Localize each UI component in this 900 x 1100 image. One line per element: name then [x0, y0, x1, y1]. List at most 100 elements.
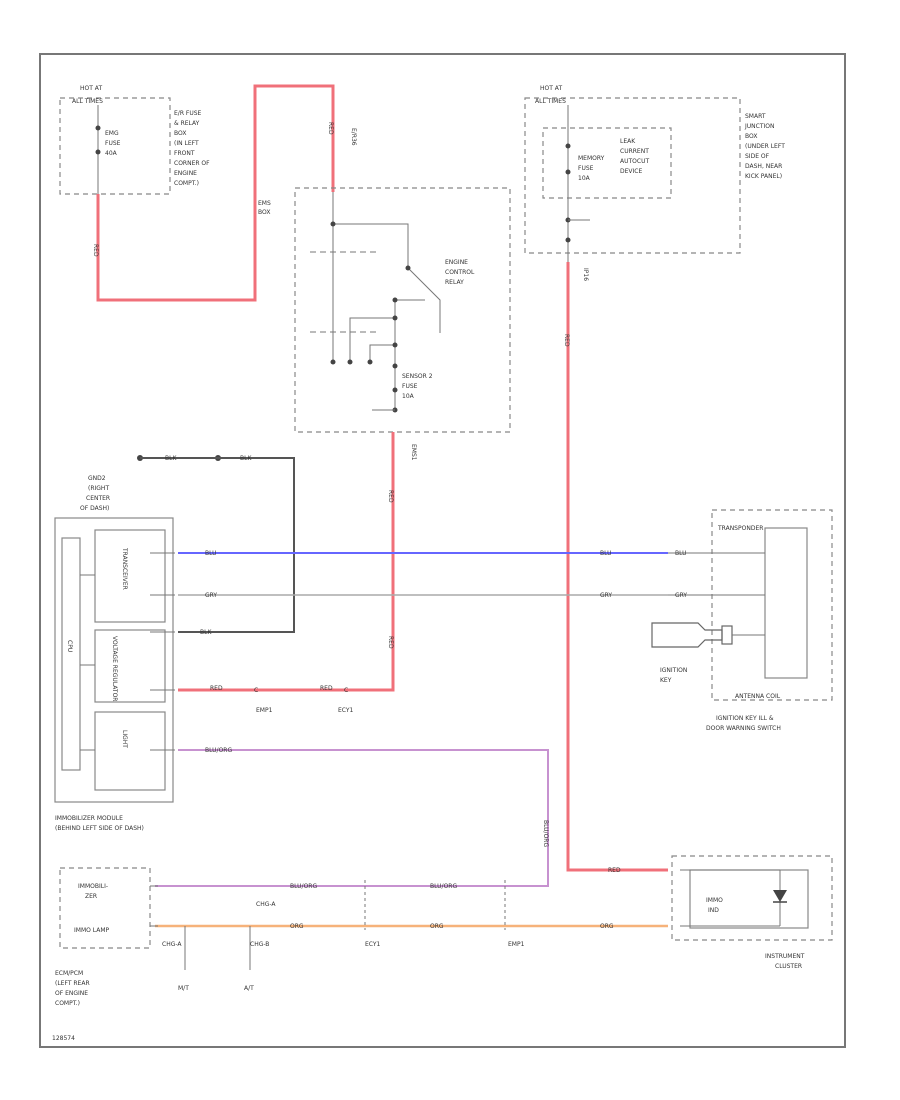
wire-label: GRY — [205, 592, 217, 599]
gnd-label-3: CENTER — [86, 495, 110, 502]
wire-label: RED — [608, 867, 621, 874]
hot-at-label-right: HOT AT — [540, 85, 562, 92]
conn-ecy1-b: ECY1 — [365, 941, 381, 948]
immo-sec-light: LIGHT — [121, 730, 128, 748]
fuse-box-left-label-7: ENGINE — [174, 170, 197, 177]
hot-at-label-left: HOT AT — [80, 85, 102, 92]
ecm-label-4: COMPT.) — [55, 1000, 80, 1007]
instrument-cluster: IMMO IND INSTRUMENT CLUSTER — [671, 855, 833, 970]
fuse-box-left-label-2: & RELAY — [174, 120, 200, 127]
immo-sec-voltage: VOLTAGE REGULATOR — [111, 636, 118, 701]
immo-label-2: (BEHIND LEFT SIDE OF DASH) — [55, 825, 144, 832]
fuse-box-right-label-6: DASH, NEAR — [745, 163, 782, 170]
fuse-box-left-label-6: CORNER OF — [174, 160, 210, 167]
wire-label: BLU/ORG — [430, 883, 457, 890]
relay-label-3: RELAY — [445, 279, 464, 286]
wire-label: BLU/ORG — [205, 747, 232, 754]
gnd-label-2: (RIGHT — [88, 485, 109, 492]
wire-blu-org — [155, 749, 549, 887]
wire-label: BLU/ORG — [290, 883, 317, 890]
ems-box-name: EMS — [258, 200, 271, 207]
wire-label: RED — [387, 636, 394, 649]
fuse-box-left: HOT AT ALL TIMES EMG FUSE 40A E/R FUSE &… — [59, 85, 210, 195]
sensor-fuse-label-1: SENSOR 2 — [402, 373, 433, 380]
wire-label: BLU — [600, 550, 612, 557]
conn-emp1-b: EMP1 — [508, 941, 525, 948]
wire-red-memory-fuse — [566, 262, 668, 872]
ecm-pin-1: IMMOBILI- — [78, 883, 108, 890]
wire-label: RED — [387, 490, 394, 503]
fuse-box-right-label-7: KICK PANEL) — [745, 173, 782, 180]
conn-ch-c: CHG-B — [250, 941, 269, 948]
relay-label-2: CONTROL — [445, 269, 475, 276]
immo-sec-cpu: CPU — [66, 640, 73, 652]
key-label-2: KEY — [660, 677, 672, 684]
fuse-box-left-label-1: E/R FUSE — [174, 110, 202, 117]
wire-label: GRY — [600, 592, 612, 599]
leak-label-4: DEVICE — [620, 168, 642, 175]
wire-label: FUSE — [105, 140, 121, 147]
fuse-box-right-label-1: SMART — [745, 113, 766, 120]
relay-label-1: ENGINE — [445, 259, 468, 266]
fuse-box-right: HOT AT ALL TIMES MEMORY FUSE 10A LEAK CU… — [524, 85, 785, 262]
immo-sec-transceiver: TRANSCEIVER — [121, 547, 128, 590]
fuse-box-right-label-4: (UNDER LEFT — [745, 143, 785, 150]
memory-fuse-rating: 10A — [578, 175, 591, 182]
conn-ecy1: ECY1 — [338, 707, 354, 714]
fuse-box-left-label-3: BOX — [174, 130, 186, 137]
sensor-fuse-label-3: 10A — [402, 393, 415, 400]
wire-label: RED — [327, 122, 334, 135]
immo-label-1: IMMOBILIZER MODULE — [55, 815, 123, 822]
fuse-box-right-label-5: SIDE OF — [745, 153, 770, 160]
wire-label: BOX — [258, 209, 270, 216]
fuse-box-left-label-8: COMPT.) — [174, 180, 199, 187]
all-times-label-right: ALL TIMES — [535, 98, 566, 105]
wire-label: C — [254, 687, 258, 694]
ecm-pin-2: ZER — [85, 893, 97, 900]
ecm-label-2: (LEFT REAR — [55, 980, 90, 987]
sensor-fuse-label-2: FUSE — [402, 383, 418, 390]
cluster-label-2: CLUSTER — [775, 963, 802, 970]
wire-label: BLK — [200, 629, 212, 636]
conn-e-r: E/R36 — [350, 128, 357, 146]
antenna-coil-assembly: TRANSPONDER BLU GRY IGNITION KEY ANTENNA… — [651, 509, 833, 732]
fuse-box-right-label-3: BOX — [745, 133, 757, 140]
immobilizer-module: TRANSCEIVER VOLTAGE REGULATOR LIGHT CPU … — [54, 517, 175, 832]
switch-label-1: IGNITION KEY ILL & — [716, 715, 774, 722]
fuse-box-left-label-5: FRONT — [174, 150, 195, 157]
ecm-label-3: OF ENGINE — [55, 990, 88, 997]
ecm-pin-3: IMMO LAMP — [74, 927, 110, 934]
wire-label: BLU — [675, 550, 687, 557]
footer-code: 128574 — [52, 1035, 75, 1042]
memory-fuse-name: MEMORY — [578, 155, 605, 162]
transponder-label: TRANSPONDER — [717, 525, 763, 532]
ecm-pcm: IMMOBILI- ZER IMMO LAMP M/T A/T ECM/PCM … — [55, 867, 254, 1007]
wire-red-sensor-fuse — [178, 432, 395, 692]
all-times-label-left: ALL TIMES — [72, 98, 103, 105]
wire-label: RED — [210, 685, 223, 692]
ecm-at: A/T — [244, 985, 254, 992]
antenna-coil-label: ANTENNA COIL — [735, 693, 781, 700]
gnd-label-4: OF DASH) — [80, 505, 109, 512]
wire-red-emg-feed — [96, 84, 335, 302]
wire-label: ORG — [290, 923, 304, 930]
wire-label: BLK — [240, 455, 252, 462]
key-label-1: IGNITION — [660, 667, 687, 674]
conn-ems: EMS1 — [410, 444, 417, 461]
wire-label: C — [344, 687, 348, 694]
wire-label: ORG — [430, 923, 444, 930]
emg-fuse-rating: 40A — [105, 150, 118, 157]
diagram-border — [39, 53, 846, 1048]
switch-label-2: DOOR WARNING SWITCH — [706, 725, 781, 732]
wire-label: BLU/ORG — [542, 820, 549, 847]
wire-label: BLU — [205, 550, 217, 557]
fuse-box-right-label-2: JUNCTION — [744, 123, 774, 130]
ems-relay-box: EMS BOX ENGINE CONTROL RELAY SENSOR 2 FU… — [258, 187, 511, 433]
leak-label-2: CURRENT — [620, 148, 649, 155]
gnd-label-1: GND2 — [88, 475, 106, 482]
cluster-inner-2: IND — [708, 907, 719, 914]
conn-emp1: EMP1 — [256, 707, 273, 714]
ecm-mt: M/T — [178, 985, 189, 992]
leak-label-3: AUTOCUT — [620, 158, 649, 165]
